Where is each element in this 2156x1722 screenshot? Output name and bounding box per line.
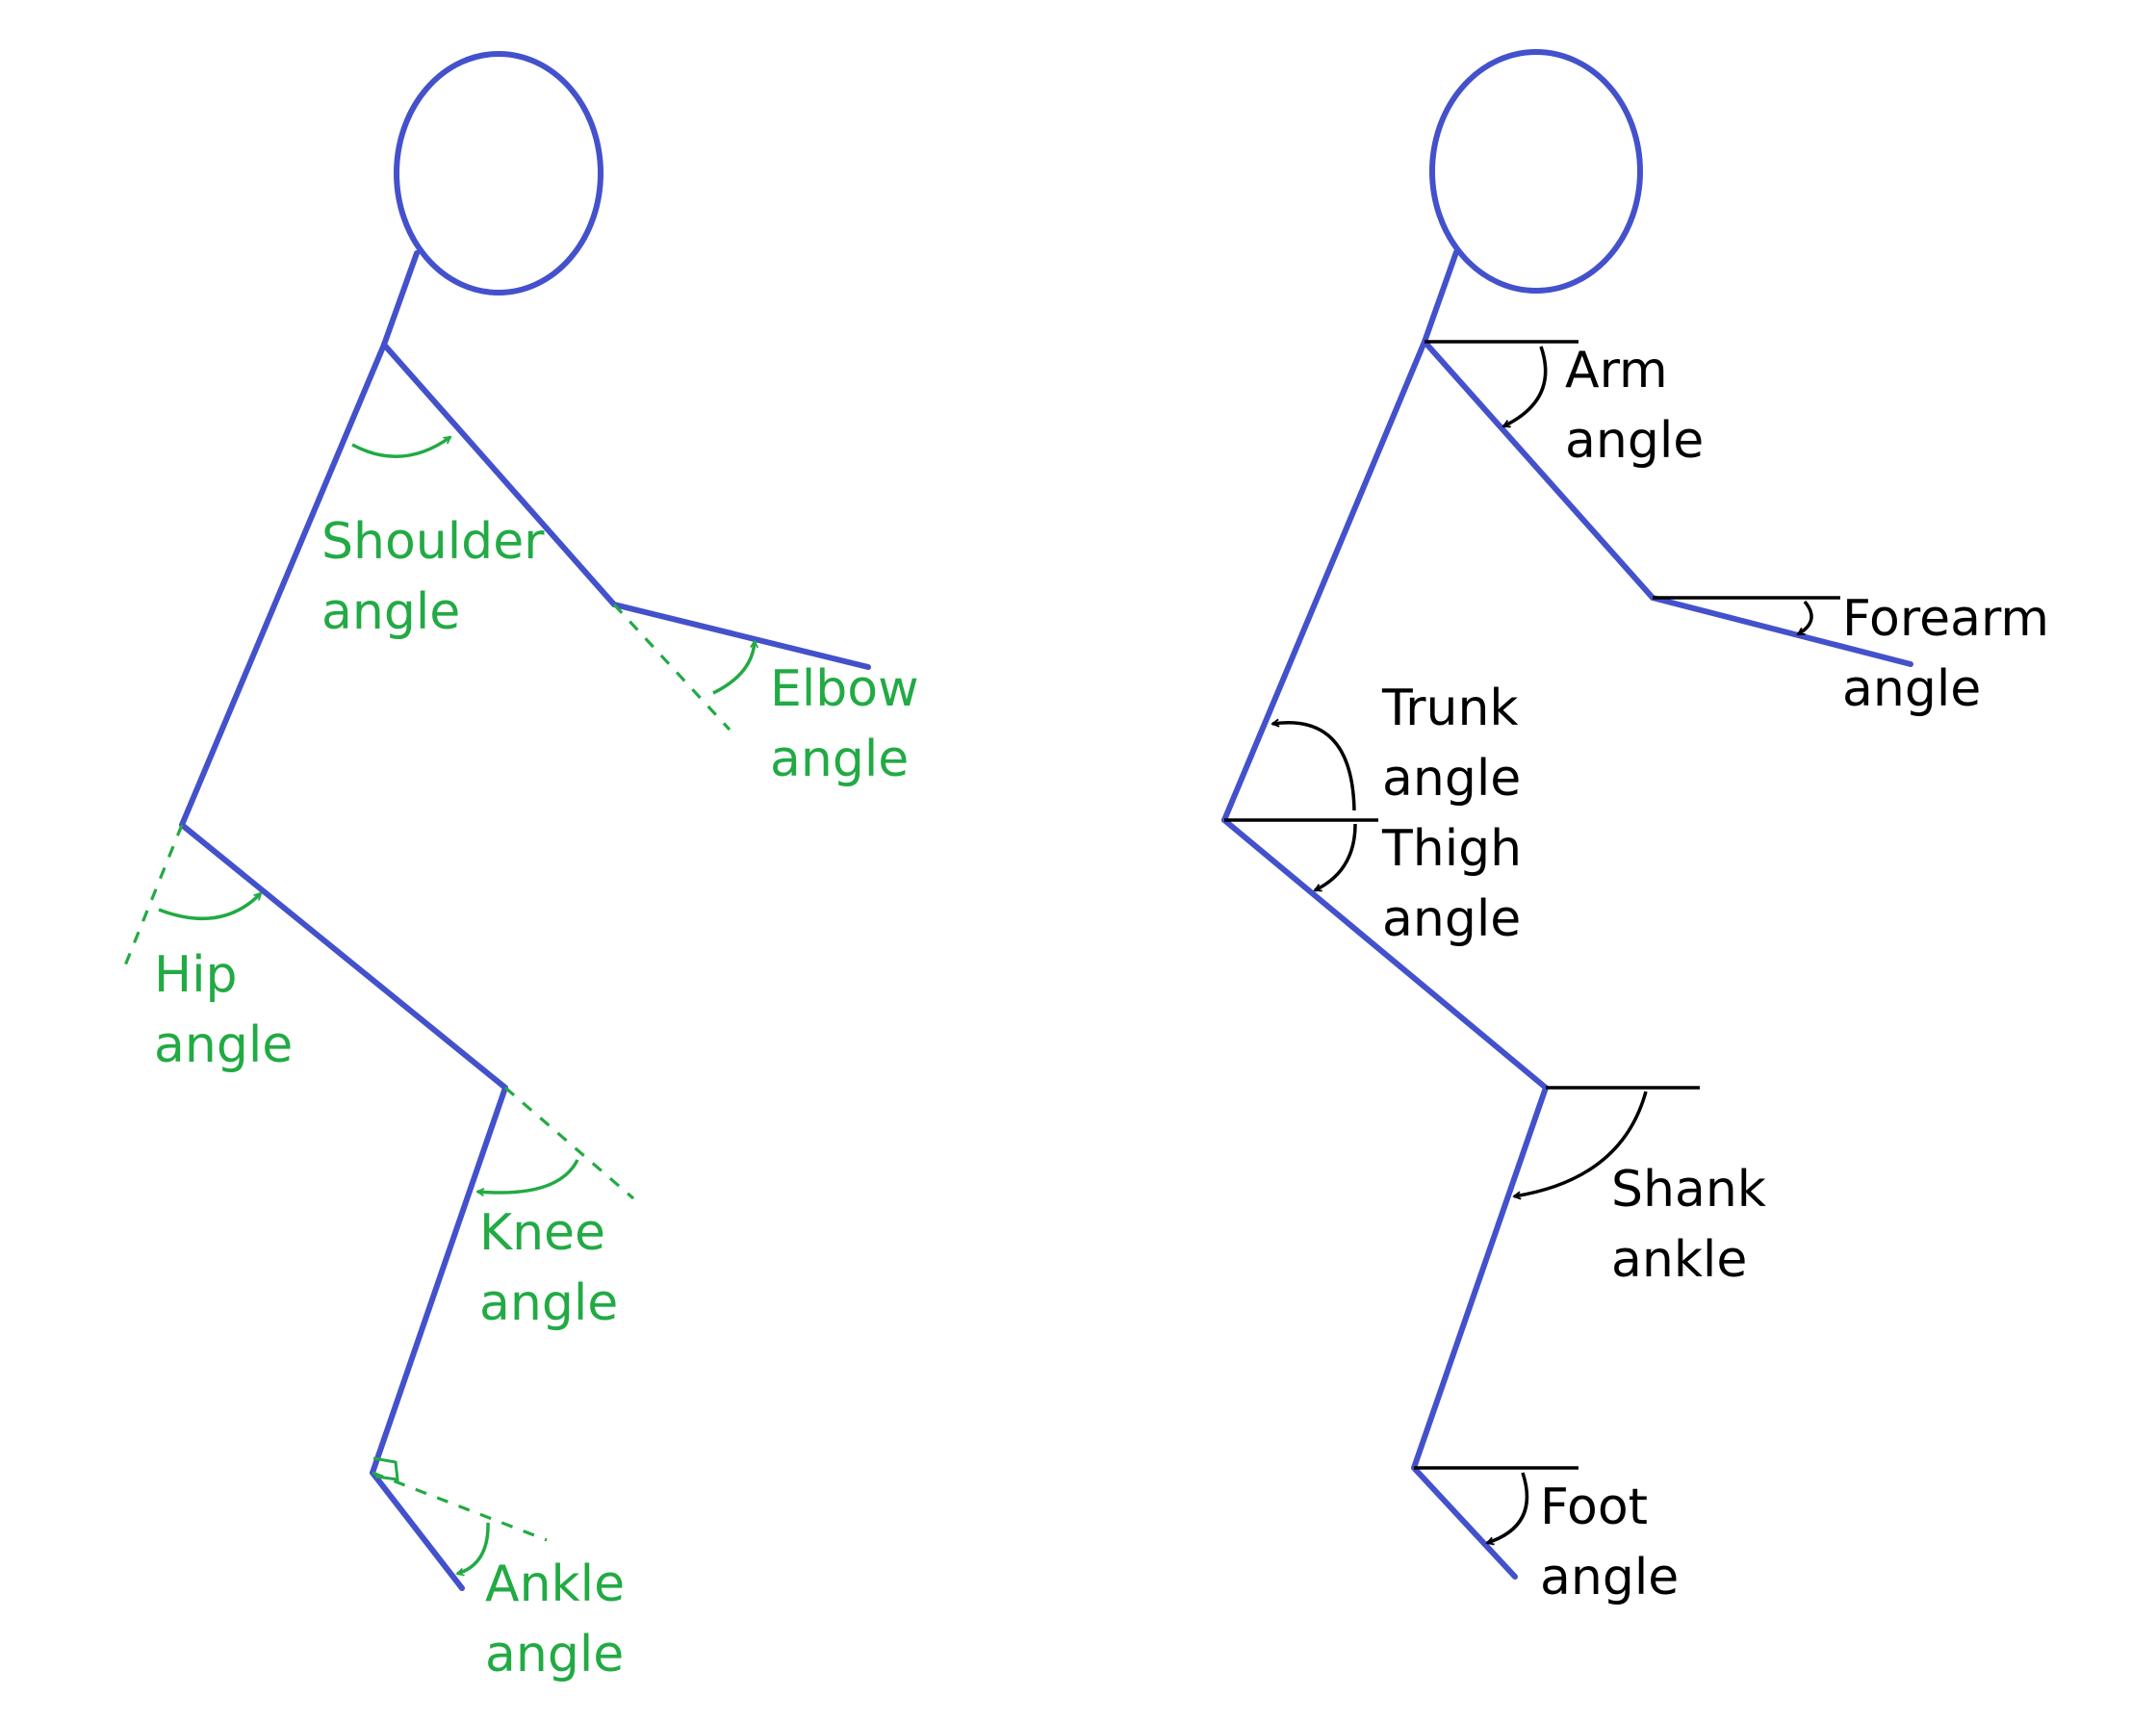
- left-foot: [370, 1470, 465, 1591]
- left-thigh: [179, 822, 508, 1091]
- trunk-angle-arc: [1272, 723, 1356, 811]
- foot-angle-arc: [1487, 1472, 1529, 1543]
- knee-reference-line: [503, 1086, 635, 1200]
- elbow-angle-arc: [712, 641, 755, 695]
- ankle-angle-label: Ankle angle: [485, 1555, 641, 1683]
- left-shank: [370, 1085, 508, 1476]
- shank-angle-label: Shank ankle: [1611, 1161, 1782, 1289]
- forearm-angle-label: Forearm angle: [1842, 590, 2066, 718]
- foot-angle-label: Foot angle: [1540, 1478, 1679, 1606]
- right-forearm: [1650, 595, 1913, 667]
- knee-angle-arc: [477, 1159, 579, 1193]
- ankle-right-angle-mark: [372, 1456, 399, 1481]
- left-head: [394, 51, 603, 296]
- forearm-angle-arc: [1798, 600, 1813, 636]
- shoulder-angle-label: Shoulder angle: [321, 513, 560, 641]
- hip-reference-line: [121, 824, 184, 971]
- knee-angle-label: Knee angle: [479, 1204, 622, 1332]
- left-neck: [381, 250, 420, 347]
- elbow-angle-label: Elbow angle: [770, 660, 935, 788]
- left-trunk-segment: [179, 342, 387, 828]
- right-neck: [1422, 249, 1459, 345]
- hip-angle-arc: [158, 893, 261, 920]
- right-shank: [1411, 1085, 1549, 1471]
- ankle-angle-arc: [457, 1522, 490, 1574]
- thigh-angle-label: Thigh angle: [1381, 820, 1538, 948]
- arm-angle-label: Arm angle: [1565, 342, 1704, 470]
- arm-angle-arc: [1503, 346, 1548, 428]
- right-foot: [1411, 1465, 1518, 1580]
- elbow-reference-line: [612, 603, 732, 732]
- ankle-reference-line: [372, 1471, 548, 1542]
- shoulder-angle-arc: [351, 435, 450, 458]
- left-upper-arm: [381, 342, 617, 607]
- thigh-angle-arc: [1315, 823, 1357, 892]
- hip-angle-label: Hip angle: [154, 946, 293, 1074]
- right-upper-arm: [1422, 339, 1656, 601]
- right-figure: Arm angle Forearm angle Trunk angle Thig…: [1221, 49, 2066, 1606]
- left-forearm: [611, 602, 871, 670]
- right-trunk-segment: [1221, 339, 1427, 823]
- right-thigh: [1221, 817, 1549, 1091]
- trunk-angle-label: Trunk angle: [1381, 680, 1534, 808]
- right-head: [1429, 49, 1643, 294]
- left-figure: Shoulder angle Elbow angle Hip angle Kne…: [121, 51, 935, 1683]
- shank-angle-arc: [1514, 1091, 1648, 1196]
